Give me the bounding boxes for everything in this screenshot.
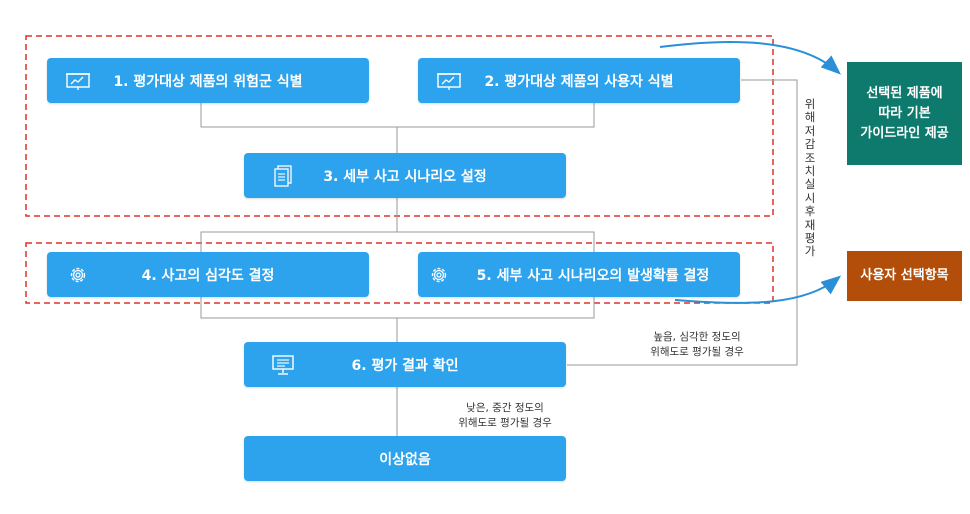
connector-s1-s2-s3 [200,103,595,128]
feedback-loop-line [567,79,798,366]
gear-icon [426,264,452,286]
step-5-box: 5. 세부 사고 시나리오의 발생확률 결정 [418,252,740,297]
step-1-box: 1. 평가대상 제품의 위험군 식별 [47,58,369,103]
document-icon [270,164,296,187]
step-6-label: 6. 평가 결과 확인 [351,357,459,374]
reevaluation-note: 위해저감조치실시후재평가 [804,97,816,259]
step-7-label: 이상없음 [379,451,431,468]
guideline-box: 선택된 제품에 따라 기본 가이드라인 제공 [847,62,962,165]
group-frame-1 [25,35,774,217]
group-frame-2 [25,242,774,304]
arrow-to-guideline [659,40,841,75]
low-risk-note: 낮은, 중간 정도의 위해도로 평가될 경우 [458,402,552,429]
arrow-to-user-option [674,275,842,304]
user-option-label: 사용자 선택항목 [860,268,949,283]
monitor-icon [270,354,296,376]
connector-split-s4-s5 [200,231,595,252]
guideline-label: 선택된 제품에 따라 기본 가이드라인 제공 [860,85,949,141]
gear-icon [65,264,91,286]
connector-merge-s4-s5 [200,297,595,319]
step-2-label: 2. 평가대상 제품의 사용자 식별 [484,73,674,90]
step-4-box: 4. 사고의 심각도 결정 [47,252,369,297]
step-5-label: 5. 세부 사고 시나리오의 발생확률 결정 [476,267,710,284]
chart-board-icon [436,70,462,92]
user-option-box: 사용자 선택항목 [847,251,962,301]
step-3-box: 3. 세부 사고 시나리오 설정 [244,153,566,198]
step-1-label: 1. 평가대상 제품의 위험군 식별 [113,73,303,90]
step-4-label: 4. 사고의 심각도 결정 [141,267,275,284]
step-6-box: 6. 평가 결과 확인 [244,342,566,387]
step-3-label: 3. 세부 사고 시나리오 설정 [323,168,487,185]
step-2-box: 2. 평가대상 제품의 사용자 식별 [418,58,740,103]
chart-board-icon [65,70,91,92]
high-risk-note: 높음, 심각한 정도의 위해도로 평가될 경우 [650,331,744,358]
step-7-box: 이상없음 [244,436,566,481]
